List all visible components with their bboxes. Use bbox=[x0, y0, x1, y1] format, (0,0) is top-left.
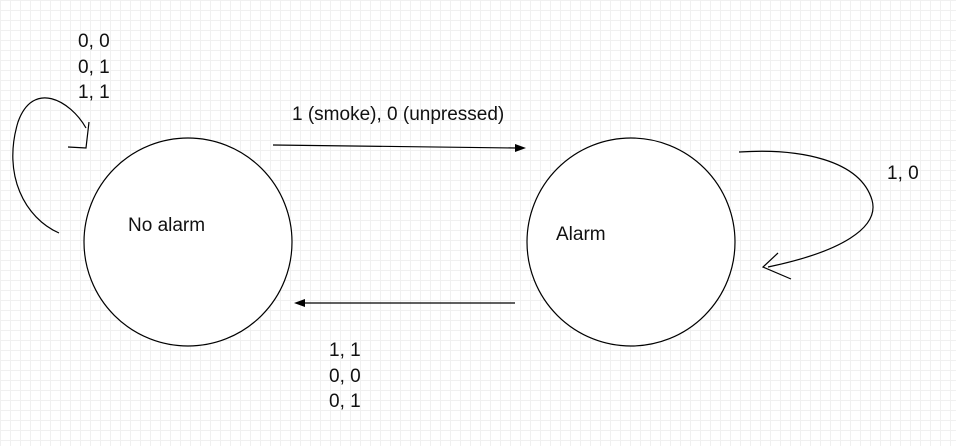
alarm-self-loop-label: 1, 0 bbox=[887, 163, 919, 184]
no-alarm-to-alarm-arrow bbox=[272, 144, 517, 149]
state-alarm-circle bbox=[526, 137, 736, 347]
alarm-self-loop-arrow bbox=[738, 150, 874, 268]
state-alarm-label: Alarm bbox=[556, 224, 606, 245]
state-no-alarm-circle bbox=[83, 137, 293, 347]
no-alarm-self-loop-arrowhead bbox=[67, 121, 90, 149]
transition-input: 1, 1 bbox=[329, 340, 361, 361]
alarm-to-no-alarm-label: 1, 1 0, 0 0, 1 bbox=[329, 338, 361, 415]
transition-input: 0, 0 bbox=[78, 31, 110, 52]
alarm-self-loop-arrowhead bbox=[761, 252, 792, 280]
transition-input: 0, 1 bbox=[78, 56, 110, 78]
no-alarm-to-alarm-label: 1 (smoke), 0 (unpressed) bbox=[292, 104, 505, 125]
no-alarm-self-loop-arrow bbox=[12, 97, 87, 234]
alarm-to-no-alarm-arrowhead bbox=[294, 299, 305, 307]
transition-input: 1, 1 bbox=[78, 82, 110, 103]
no-alarm-self-loop-label: 0, 0 0, 1 1, 1 bbox=[78, 29, 110, 106]
no-alarm-to-alarm-arrowhead bbox=[515, 144, 526, 152]
transition-input: 0, 1 bbox=[329, 391, 361, 412]
state-no-alarm-label: No alarm bbox=[128, 215, 206, 236]
transition-input: 0, 0 bbox=[329, 365, 361, 387]
